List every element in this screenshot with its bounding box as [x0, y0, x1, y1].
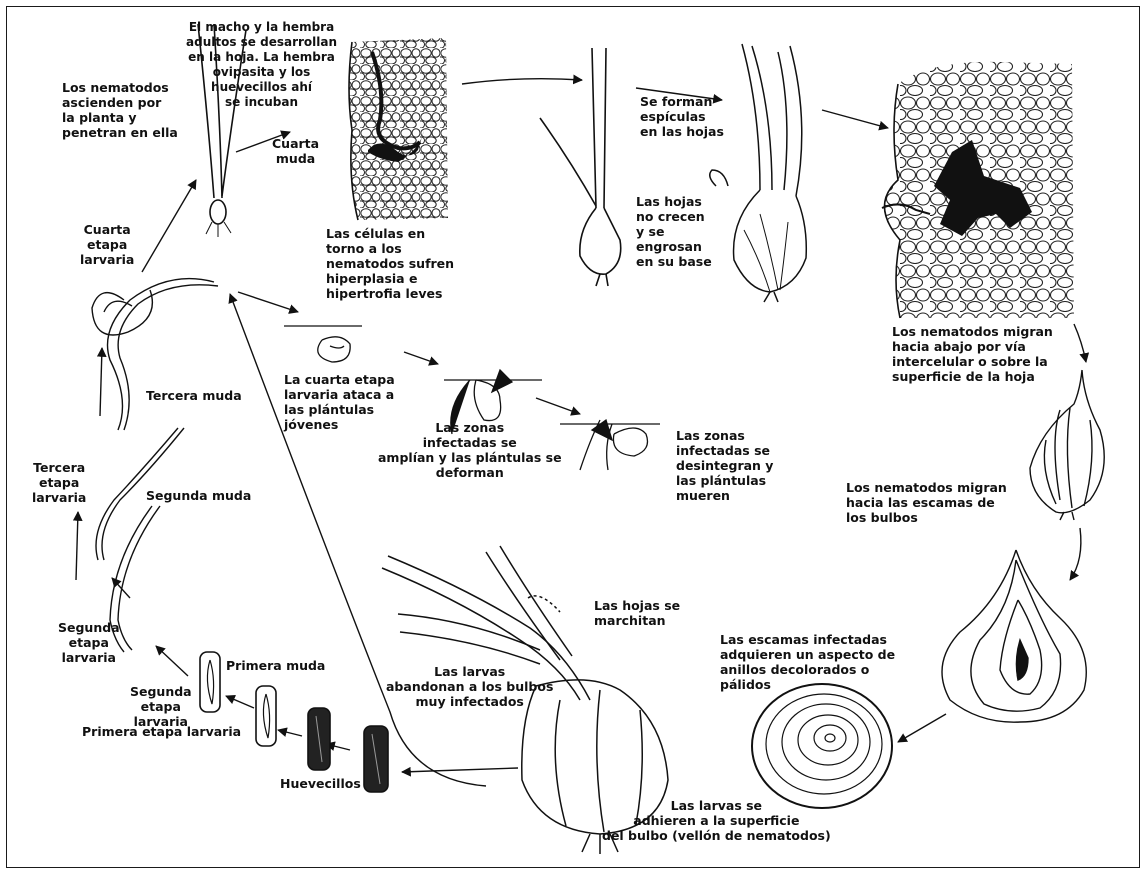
- label-nematodes-ascend: Los nematodos ascienden por la planta y …: [62, 80, 178, 140]
- label-adults-develop: El macho y la hembra adultos se desarrol…: [186, 20, 337, 110]
- label-leaves-wilt: Las hojas se marchitan: [594, 598, 680, 628]
- label-zones-disintegrate: Las zonas infectadas se desintegran y la…: [676, 428, 773, 503]
- arrow-enlarge-to-disintegrate: [536, 398, 580, 414]
- arrow-second-to-third: [76, 512, 78, 580]
- arrow-to-seedling-attack: [238, 292, 298, 312]
- label-fourth-stage-larva: Cuarta etapa larvaria: [80, 222, 134, 267]
- arrow-to-migration-tissue: [822, 110, 888, 128]
- bulb-slice-rings-drawing: [752, 684, 892, 808]
- leaf-tissue-migration-drawing: [880, 60, 1080, 322]
- eggs-and-first-stages: [200, 652, 388, 792]
- label-fourth-molt: Cuarta muda: [272, 136, 319, 166]
- bulb-section-drawing: [1030, 370, 1104, 520]
- arrow-bulb-to-eggs: [402, 768, 518, 772]
- thickened-onion-drawing: [710, 44, 807, 302]
- label-second-molt: Segunda muda: [146, 488, 251, 503]
- arrow-tissue-to-onion: [462, 79, 582, 84]
- arrow-molt-to-second: [156, 646, 188, 676]
- arrow-tissue-to-bulb: [1074, 324, 1086, 362]
- label-zones-enlarge: Las zonas infectadas se amplían y las pl…: [378, 420, 562, 480]
- leaf-tissue-adults-drawing: [340, 30, 452, 226]
- arrow-bulb-to-halved: [1070, 528, 1081, 580]
- label-first-molt: Primera muda: [226, 658, 325, 673]
- halved-bulb-drawing: [942, 550, 1086, 722]
- label-cells-hyperplasia: Las células en torno a los nematodos suf…: [326, 226, 454, 301]
- label-second-stage-larva-b: Segunda etapa larvaria: [130, 684, 192, 729]
- label-leaves-thicken: Las hojas no crecen y se engrosan en su …: [636, 194, 712, 269]
- label-second-stage-larva-a: Segunda etapa larvaria: [58, 620, 120, 665]
- label-first-stage-larva: Primera etapa larvaria: [82, 724, 241, 739]
- label-scales-discolored: Las escamas infectadas adquieren un aspe…: [720, 632, 895, 692]
- label-spicules-form: Se forman espículas en las hojas: [640, 94, 724, 139]
- label-third-stage-larva: Tercera etapa larvaria: [32, 460, 86, 505]
- onion-spicules-drawing: [540, 48, 621, 286]
- arrow-egg-to-larva: [278, 730, 302, 736]
- label-larvae-leave: Las larvas abandonan a los bulbos muy in…: [386, 664, 553, 709]
- fourth-stage-worm: [108, 279, 219, 430]
- arrow-larva-to-molt: [226, 696, 254, 708]
- label-third-molt: Tercera muda: [146, 388, 242, 403]
- label-eggs: Huevecillos: [280, 776, 361, 791]
- arrow-attack-to-enlarge: [404, 352, 438, 364]
- label-migrate-scales: Los nematodos migran hacia las escamas d…: [846, 480, 1007, 525]
- label-larvae-adhere: Las larvas se adhieren a la superficie d…: [602, 798, 831, 843]
- label-migrate-down: Los nematodos migran hacia abajo por vía…: [892, 324, 1053, 384]
- arrow-fourth-stage-up: [142, 180, 196, 272]
- arrow-halved-to-slice: [898, 714, 946, 742]
- arrow-third-to-fourth: [100, 348, 102, 416]
- larval-stages-worms: [92, 279, 218, 652]
